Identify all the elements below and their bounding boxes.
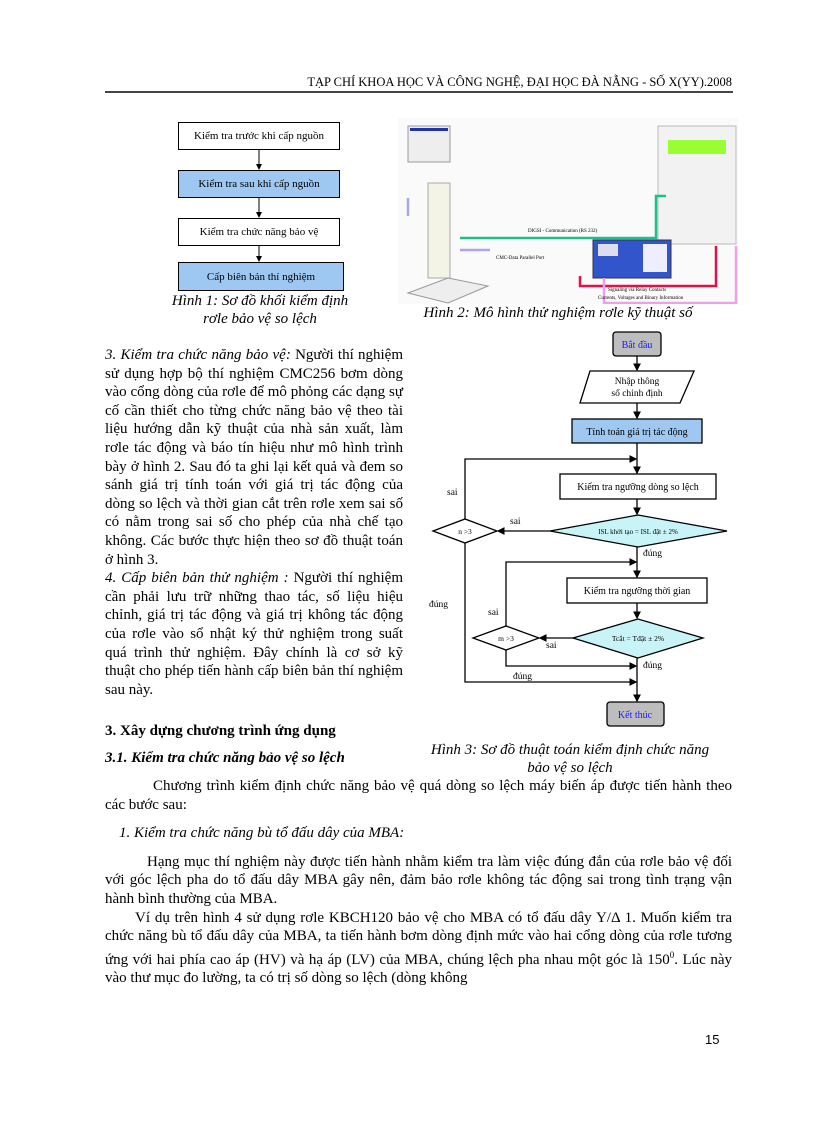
n-check-diamond: [431, 518, 499, 544]
section-3-heading: 3. Xây dựng chương trình ứng dụng: [105, 723, 336, 739]
m-check-diamond: [471, 625, 541, 651]
check-current-label: Kiểm tra ngưỡng dòng so lệch: [577, 482, 699, 493]
paragraph-text: . Lúc này vào thư mục đo lường, ta có tr…: [105, 951, 732, 987]
compute-label: Tính toán giá trị tác động: [586, 427, 687, 438]
fig1-box-before-power: Kiểm tra trước khi cấp nguồn: [178, 122, 340, 150]
label-yes: đúng: [513, 672, 532, 682]
figure-3-flowchart: Bắt đầu Nhập thông số chỉnh định Tính to…: [429, 331, 728, 727]
label-no: sai: [546, 641, 557, 651]
figure-3-caption: Hình 3: Sơ đồ thuật toán kiểm định chức …: [405, 741, 735, 777]
step-1-text: 1. Kiểm tra chức năng bù tổ đấu dây của …: [119, 825, 405, 842]
label-digsi: DIGSI - Communication (RS 232): [528, 229, 597, 234]
compute-box: [571, 418, 703, 444]
time-condition-label: Tcắt = Tđặt ± 2%: [612, 634, 664, 643]
input-label: Nhập thông: [615, 377, 660, 387]
m-check-label: m >3: [498, 634, 514, 643]
fig1-box-after-power: Kiểm tra sau khi cấp nguồn: [178, 170, 340, 198]
current-condition-diamond: [549, 514, 728, 548]
label-no: sai: [510, 517, 521, 527]
label-no: sai: [447, 488, 458, 498]
end-label: Kết thúc: [618, 710, 653, 721]
start-label: Bắt đầu: [622, 340, 653, 351]
paragraph-text: Ví dụ trên hình 4 sử dụng rơle KBCH120 b…: [105, 909, 732, 968]
label-no: sai: [488, 608, 499, 618]
figure-1-arrows: [256, 149, 262, 262]
item-3-text: Người thí nghiệm sử dụng hợp bộ thí nghi…: [105, 347, 403, 568]
label-signaling: Signaling via Relay Contacts: [608, 288, 666, 293]
header-rule: [105, 91, 733, 93]
end-terminal: [606, 701, 665, 727]
caption-line: bảo vệ so lệch: [527, 760, 613, 776]
page-number: 15: [705, 1032, 720, 1047]
start-terminal: [612, 331, 662, 357]
superscript: 0: [669, 949, 675, 960]
monitor-icon: [407, 125, 451, 163]
n-check-label: n >3: [458, 527, 472, 536]
keyboard-icon: [406, 277, 490, 304]
caption-line: rơle bảo vệ so lệch: [203, 311, 317, 327]
item-4-title: 4. Cấp biên bản thử nghiệm :: [105, 570, 289, 587]
figure-1-caption: Hình 1: Sơ đồ khối kiểm định rơle bảo vệ…: [150, 292, 370, 328]
pc-tower-icon: [427, 182, 451, 279]
fig1-box-protection-check: Kiểm tra chức năng bảo vệ: [178, 218, 340, 246]
caption-line: Hình 3: Sơ đồ thuật toán kiểm định chức …: [430, 742, 710, 758]
fig1-box-report: Cấp biên bản thí nghiệm: [178, 262, 344, 291]
paragraph: Ví dụ trên hình 4 sử dụng rơle KBCH120 b…: [105, 909, 732, 988]
section-3-1-heading: 3.1. Kiểm tra chức năng bảo vệ so lệch: [105, 750, 345, 766]
check-current-box: [559, 473, 717, 500]
check-time-box: [566, 577, 708, 604]
body-text: Chương trình kiểm định chức năng bảo vệ …: [105, 777, 732, 988]
paragraph: Hạng mục thí nghiệm này được tiến hành n…: [105, 853, 732, 907]
item-3-title: 3. Kiểm tra chức năng bảo vệ:: [105, 347, 291, 363]
input-label: số chỉnh định: [611, 388, 662, 399]
left-column-text: 3. Kiểm tra chức năng bảo vệ: Người thí …: [105, 346, 403, 699]
current-condition-label: ISL khởi tạo = ISL đặt ± 2%: [598, 528, 678, 536]
time-condition-diamond: [570, 618, 706, 659]
figure-2-caption: Hình 2: Mô hình thử nghiệm rơle kỹ thuật…: [423, 305, 693, 321]
label-yes: đúng: [429, 600, 448, 610]
label-currents: Currents, Voltages and Binary Informatio…: [598, 296, 684, 301]
step-1-heading: 1. Kiểm tra chức năng bù tổ đấu dây của …: [105, 824, 732, 843]
item-3-paragraph: 3. Kiểm tra chức năng bảo vệ: Người thí …: [105, 346, 403, 569]
item-4-paragraph: 4. Cấp biên bản thử nghiệm : Người thí n…: [105, 569, 403, 699]
label-yes: đúng: [643, 549, 662, 559]
check-time-label: Kiểm tra ngưỡng thời gian: [584, 586, 691, 597]
running-header: TẠP CHÍ KHOA HỌC VÀ CÔNG NGHỆ, ĐẠI HỌC Đ…: [307, 75, 732, 89]
paragraph: Chương trình kiểm định chức năng bảo vệ …: [105, 778, 732, 813]
input-parallelogram: [579, 370, 695, 404]
item-4-text: Người thí nghiệm cần phải lưu trữ những …: [105, 570, 403, 698]
label-cmc: CMC-Data Parallel Port: [496, 256, 545, 261]
figure-2-illustration: DIGSI - Communication (RS 232) CMC-Data …: [398, 118, 738, 304]
caption-line: Hình 1: Sơ đồ khối kiểm định: [171, 293, 349, 309]
label-yes: đúng: [643, 661, 662, 671]
